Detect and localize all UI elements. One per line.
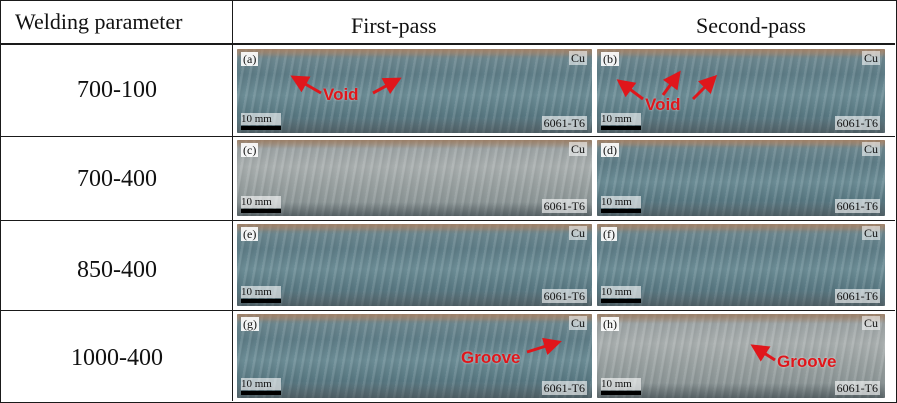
header-second-pass: Second-pass <box>696 13 806 38</box>
row-parameter-3: 850-400 <box>77 257 157 283</box>
panel-label: (g) <box>241 317 259 331</box>
material-bottom-label: 6061-T6 <box>834 381 880 395</box>
material-bottom-label: 6061-T6 <box>541 381 587 395</box>
header-first-pass: First-pass <box>351 13 437 38</box>
panel-label: (e) <box>241 227 259 241</box>
weld-image-a: (a) Cu 6061-T6 10 mm Void <box>237 49 592 133</box>
material-top-label: Cu <box>861 226 880 240</box>
row-parameter-2: 700-400 <box>77 166 157 192</box>
weld-image-d: (d) Cu 6061-T6 10 mm <box>597 140 885 216</box>
weld-image-f: (f) Cu 6061-T6 10 mm <box>597 224 885 306</box>
weld-image-c: (c) Cu 6061-T6 10 mm <box>237 140 592 216</box>
panel-label: (b) <box>601 52 619 66</box>
scale-bar: 10 mm <box>601 113 641 130</box>
scale-bar: 10 mm <box>601 196 641 213</box>
scale-bar: 10 mm <box>601 378 641 395</box>
material-top-label: Cu <box>568 142 587 156</box>
void-annotation: Void <box>323 85 359 104</box>
material-top-label: Cu <box>568 226 587 240</box>
void-annotation: Void <box>645 95 681 114</box>
weld-image-e: (e) Cu 6061-T6 10 mm <box>237 224 592 306</box>
row-divider <box>1 310 895 311</box>
material-bottom-label: 6061-T6 <box>541 116 587 130</box>
weld-image-b: (b) Cu 6061-T6 10 mm Void <box>597 49 885 133</box>
scale-bar: 10 mm <box>241 286 281 303</box>
material-top-label: Cu <box>568 316 587 330</box>
row-divider <box>1 220 895 221</box>
panel-label: (h) <box>601 317 619 331</box>
scale-bar: 10 mm <box>241 378 281 395</box>
groove-annotation: Groove <box>777 352 837 371</box>
panel-label: (a) <box>241 52 259 66</box>
material-bottom-label: 6061-T6 <box>834 289 880 303</box>
material-top-label: Cu <box>568 51 587 65</box>
scale-bar: 10 mm <box>601 286 641 303</box>
weld-image-g: (g) Cu 6061-T6 10 mm Groove <box>237 314 592 398</box>
material-bottom-label: 6061-T6 <box>834 199 880 213</box>
scale-bar: 10 mm <box>241 196 281 213</box>
groove-annotation: Groove <box>461 348 521 367</box>
scale-bar: 10 mm <box>241 113 281 130</box>
material-top-label: Cu <box>861 316 880 330</box>
row-divider <box>1 136 895 137</box>
material-bottom-label: 6061-T6 <box>541 199 587 213</box>
material-top-label: Cu <box>861 142 880 156</box>
panel-label: (d) <box>601 143 619 157</box>
weld-image-h: (h) Cu 6061-T6 10 mm Groove <box>597 314 885 398</box>
row-parameter-4: 1000-400 <box>71 345 163 371</box>
header-welding-parameter: Welding parameter <box>15 9 183 34</box>
column-divider <box>232 1 233 401</box>
header-divider <box>1 43 895 45</box>
material-top-label: Cu <box>861 51 880 65</box>
material-bottom-label: 6061-T6 <box>834 116 880 130</box>
panel-label: (c) <box>241 143 259 157</box>
material-bottom-label: 6061-T6 <box>541 289 587 303</box>
row-parameter-1: 700-100 <box>77 77 157 103</box>
panel-label: (f) <box>601 227 617 241</box>
